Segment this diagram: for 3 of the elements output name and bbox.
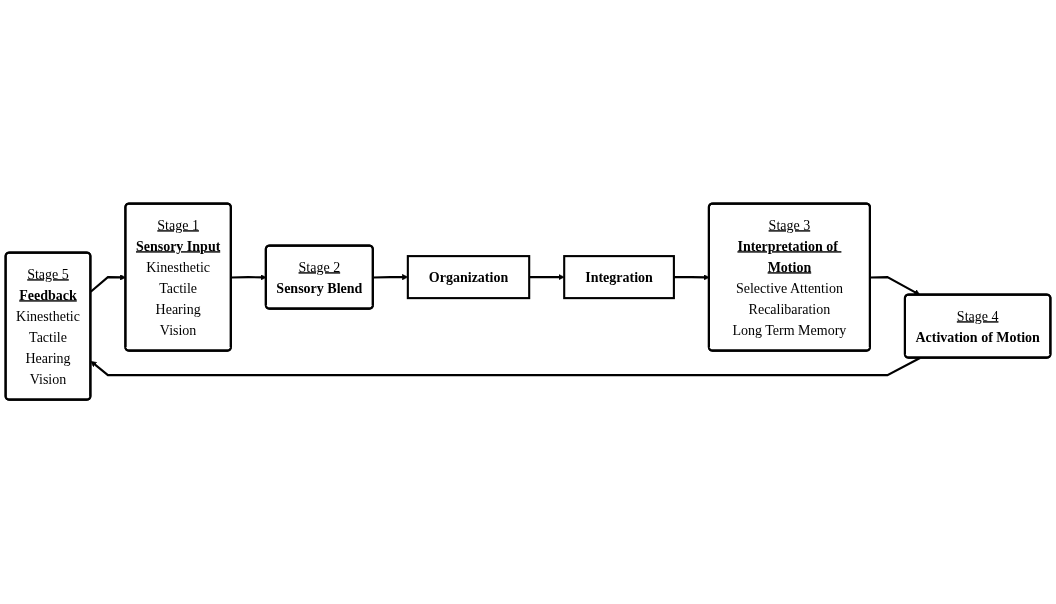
- node-box: Integration: [563, 255, 675, 300]
- arrow: [529, 274, 565, 281]
- node-box: Organization: [406, 255, 531, 300]
